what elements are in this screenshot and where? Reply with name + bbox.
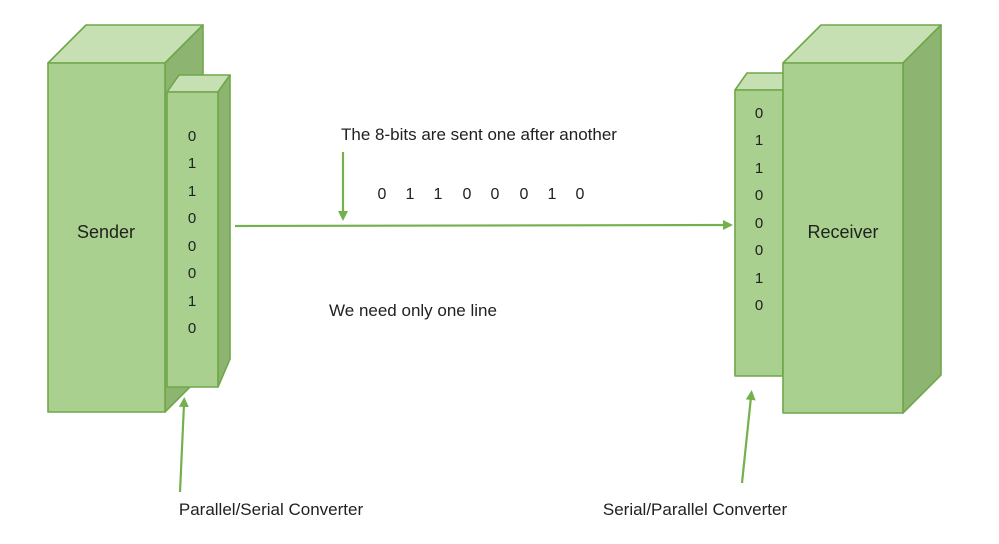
serial-bit-value: 0: [576, 186, 585, 203]
bit-value: 0: [188, 265, 196, 282]
serial-bit-value: 0: [491, 186, 500, 203]
bit-value: 1: [755, 160, 763, 177]
bit-value: 1: [188, 293, 196, 310]
receiver-box-side-face: [902, 24, 942, 414]
bit-value: 0: [188, 128, 196, 145]
parallel-converter-arrow: [178, 397, 189, 493]
serial-converter-arrow: [740, 390, 756, 484]
bit-value: 0: [755, 105, 763, 122]
top-caption: The 8-bits are sent one after another: [341, 125, 617, 144]
receiver-box-front-face: [782, 62, 904, 414]
serial-bits-row: 0 1 1 0 0 0 1 0: [378, 186, 585, 203]
sender-label: Sender: [77, 222, 135, 242]
bit-value: 0: [755, 242, 763, 259]
bit-value: 0: [188, 238, 196, 255]
bit-value: 1: [755, 132, 763, 149]
serial-parallel-converter-label: Serial/Parallel Converter: [603, 500, 788, 519]
receiver-box: Receiver: [782, 24, 942, 414]
serial-bit-value: 0: [378, 186, 387, 203]
bit-value: 0: [188, 320, 196, 337]
receiver-label: Receiver: [807, 222, 878, 242]
serial-bit-value: 0: [520, 186, 529, 203]
serial-bit-value: 1: [434, 186, 443, 203]
bit-value: 1: [755, 270, 763, 287]
sender-box-front-face: [47, 62, 166, 413]
sender-converter-front-face: [166, 91, 219, 388]
bit-value: 1: [188, 183, 196, 200]
bit-value: 0: [755, 187, 763, 204]
serial-bit-value: 1: [406, 186, 415, 203]
sender-converter-bits: 0 1 1 0 0 0 1 0: [188, 128, 196, 337]
bit-value: 0: [755, 215, 763, 232]
receiver-converter-bits: 0 1 1 0 0 0 1 0: [755, 105, 763, 314]
bottom-caption: We need only one line: [329, 301, 497, 320]
bit-value: 1: [188, 155, 196, 172]
bit-value: 0: [755, 297, 763, 314]
serial-line-arrow: [234, 220, 733, 231]
sender-converter-side-face: [217, 74, 231, 388]
sender-converter-box: 0 1 1 0 0 0 1 0: [166, 74, 231, 388]
serial-bit-value: 0: [463, 186, 472, 203]
parallel-serial-converter-label: Parallel/Serial Converter: [179, 500, 364, 519]
receiver-converter-box: 0 1 1 0 0 0 1 0: [734, 72, 796, 377]
serial-bit-value: 1: [548, 186, 557, 203]
bit-value: 0: [188, 210, 196, 227]
